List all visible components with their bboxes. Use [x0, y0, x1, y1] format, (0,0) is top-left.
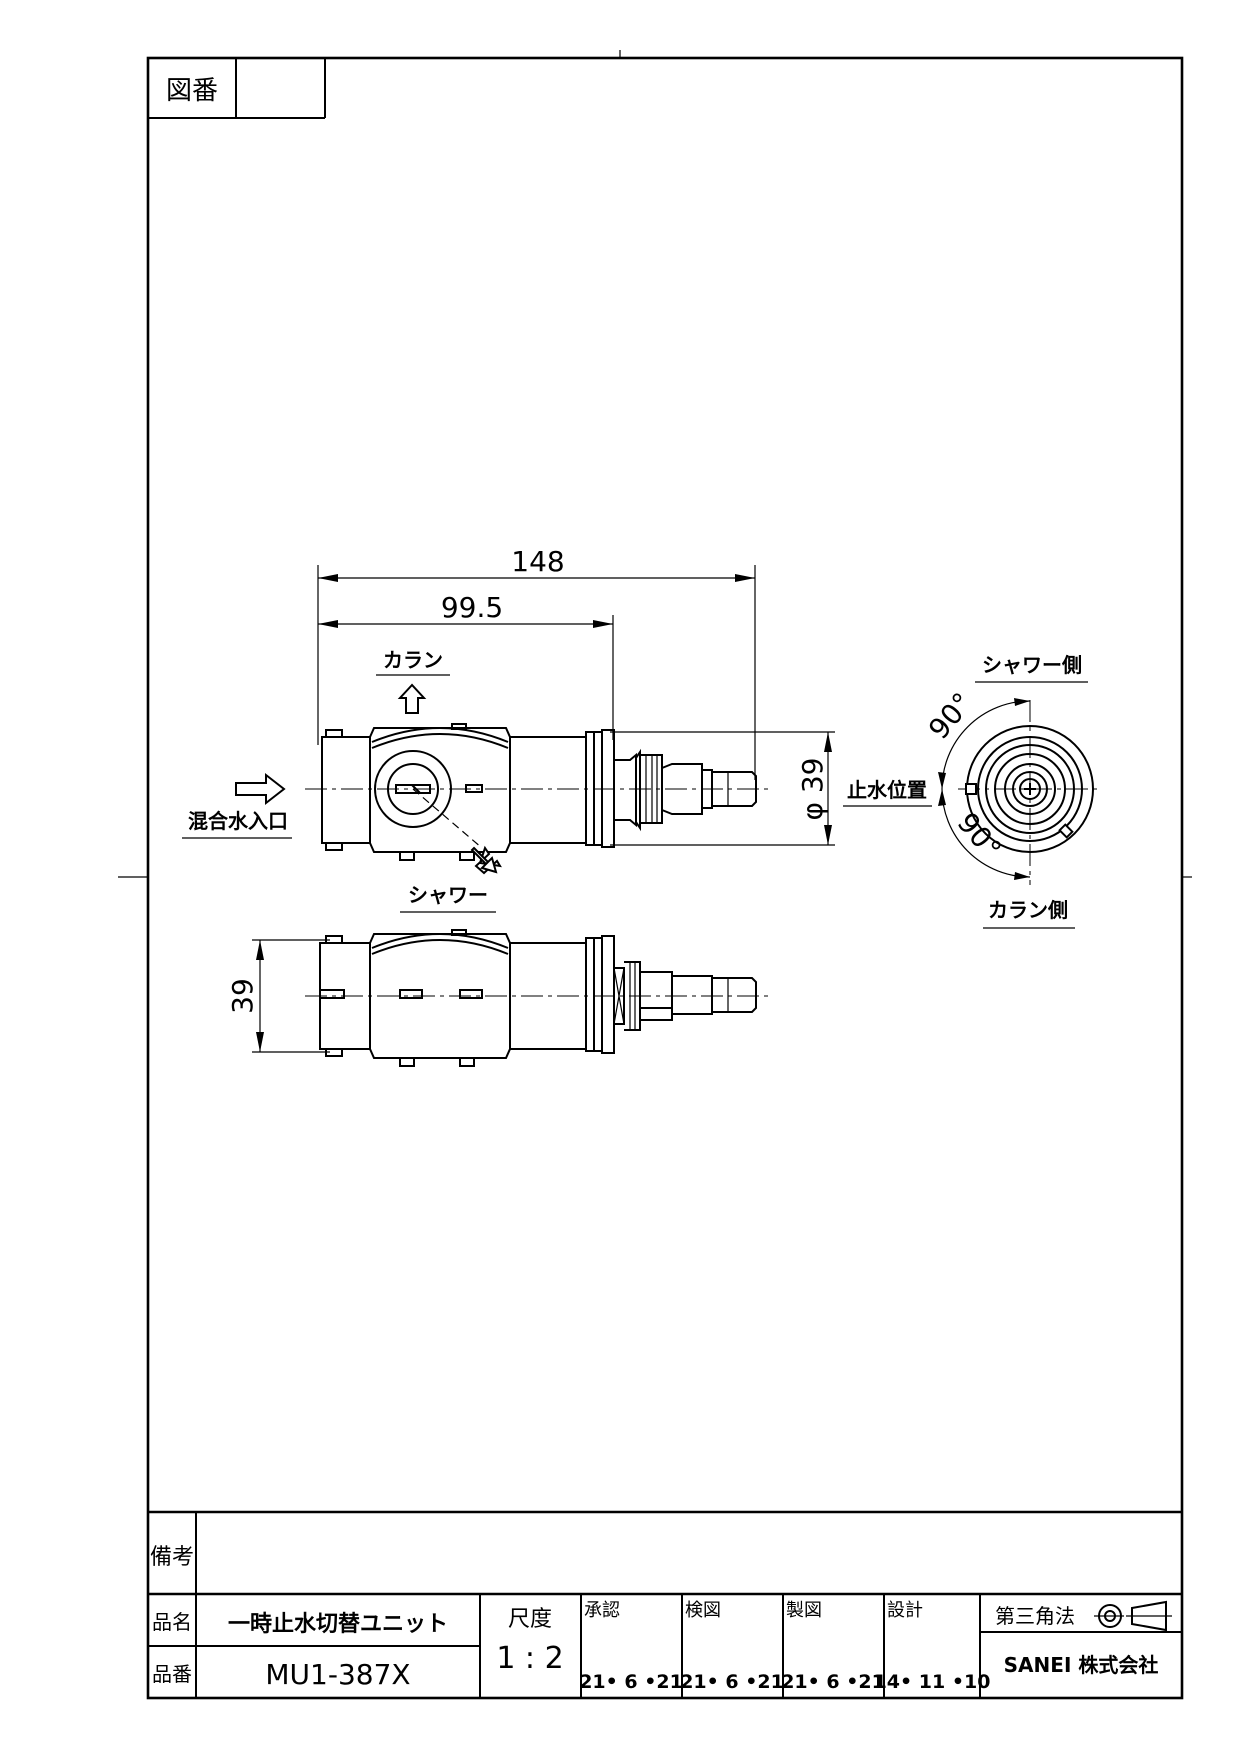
product-number-label: 品番 [152, 1662, 192, 1686]
bottom-view: 39 [226, 929, 770, 1067]
drafting-label: 製図 [786, 1600, 822, 1621]
angle-lower: 90° [951, 806, 1008, 865]
check-label: 検図 [685, 1600, 721, 1621]
dimension-overall-length: 148 [511, 545, 564, 578]
dimension-diameter: φ 39 [796, 758, 829, 821]
front-view: 148 99.5 φ 39 [182, 545, 835, 913]
product-number: MU1-387X [265, 1658, 410, 1691]
design-label: 設計 [887, 1600, 923, 1621]
label-mixed-water-inlet: 混合水入口 [188, 809, 288, 833]
scale-value: 1 : 2 [496, 1641, 563, 1676]
scale-label: 尺度 [508, 1607, 552, 1632]
label-shower: シャワー [408, 883, 488, 907]
label-faucet: カラン [383, 648, 443, 672]
side-view: 90° 90° シャワー側 止水位置 カラン側 [843, 653, 1100, 929]
label-stop-position: 止水位置 [847, 778, 927, 802]
remarks-label: 備考 [150, 1545, 194, 1570]
angle-upper: 90° [922, 686, 979, 745]
drawing-number-label: 図番 [166, 76, 218, 106]
dimension-inner-length: 99.5 [441, 591, 503, 624]
product-name-label: 品名 [152, 1610, 192, 1634]
label-faucet-side: カラン側 [988, 898, 1068, 922]
company-name: SANEI 株式会社 [1004, 1653, 1159, 1677]
third-angle-projection-icon [1094, 1600, 1172, 1632]
drawing-number-box: 図番 [148, 58, 326, 119]
dimension-height: 39 [226, 978, 259, 1014]
title-block: 備考 品名 一時止水切替ユニット 品番 MU1-387X 尺度 1 : 2 承認… [148, 1510, 1182, 1698]
approval-date: 21• 6 •21 [579, 1671, 683, 1693]
product-name: 一時止水切替ユニット [228, 1612, 448, 1637]
drafting-date: 21• 6 •21 [781, 1671, 885, 1693]
design-date: 14• 11 •10 [874, 1671, 991, 1693]
projection-label: 第三角法 [995, 1604, 1075, 1628]
approval-label: 承認 [584, 1600, 620, 1621]
check-date: 21• 6 •21 [680, 1671, 784, 1693]
label-shower-side: シャワー側 [982, 653, 1082, 677]
drawing-frame [146, 56, 1184, 1700]
